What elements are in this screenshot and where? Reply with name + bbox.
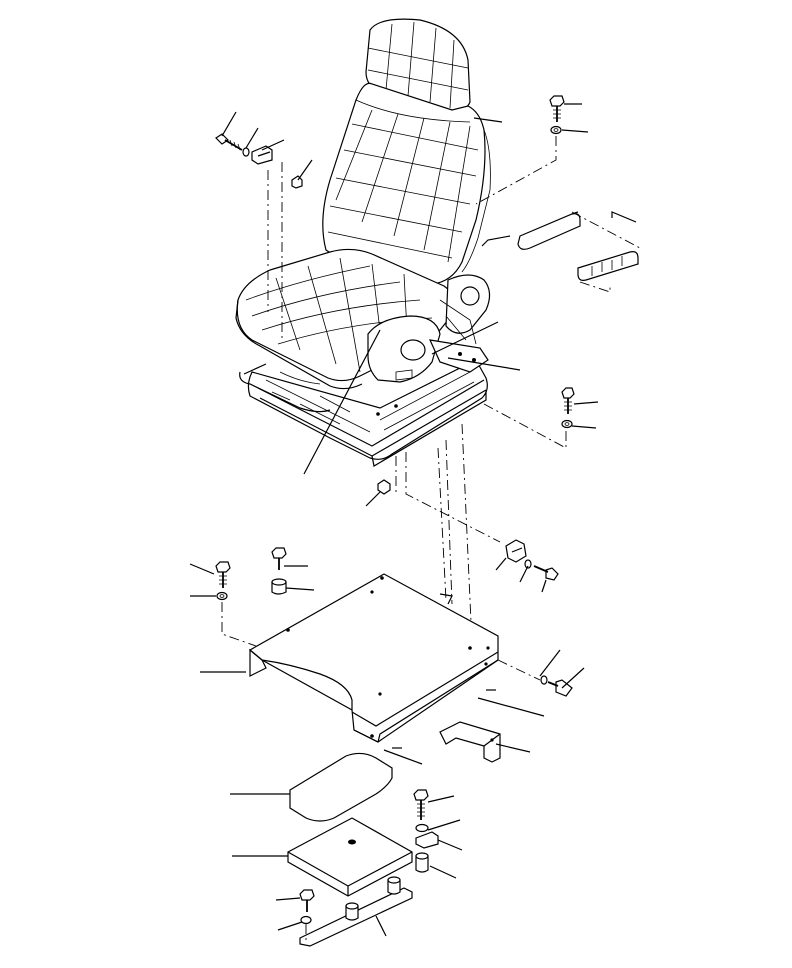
seat-slide-rail [517, 211, 641, 293]
bolt-icon [413, 789, 429, 820]
bolt-icon [215, 133, 243, 151]
seat-suspension [239, 339, 489, 467]
lower-bolt-stack [413, 789, 439, 873]
upper-right-hardware [475, 95, 565, 205]
nut-icon [377, 479, 391, 495]
washer-icon [300, 915, 312, 925]
bolt-icon [561, 387, 575, 414]
spacer-icon [271, 578, 287, 595]
washer-icon [561, 419, 573, 429]
clip-nut-icon [505, 539, 527, 563]
console-left-hardware [215, 547, 287, 647]
bolt-icon [547, 679, 573, 697]
spacer-plate [287, 817, 413, 897]
bolt-icon [299, 889, 315, 912]
bolt-icon [271, 547, 287, 570]
cushion-pad [289, 752, 393, 822]
callout-leader-lines [189, 103, 637, 937]
console-right-hardware [497, 659, 573, 697]
operator-seat [235, 18, 491, 467]
bolt-icon [533, 565, 559, 581]
seat-recline-mechanism [439, 274, 491, 345]
seat-stand-console [248, 573, 499, 743]
right-suspension-hardware [483, 387, 575, 449]
clip-nut-icon [415, 831, 439, 849]
clip-nut-icon [251, 145, 273, 165]
spacer-icon [415, 852, 429, 873]
washer-icon [550, 125, 562, 135]
washer-icon [415, 823, 429, 833]
seat-backrest [322, 82, 491, 285]
washer-icon [524, 559, 532, 569]
seat-side-cover [367, 315, 441, 383]
nut-icon [291, 175, 303, 189]
angle-bracket [439, 721, 501, 763]
washer-icon [216, 591, 228, 601]
bolt-icon [215, 561, 231, 588]
mid-right-hardware [505, 539, 559, 581]
washer-icon [540, 675, 548, 685]
bolt-icon [549, 95, 565, 122]
washer-icon [242, 147, 250, 157]
mounting-rail [299, 876, 413, 947]
upper-left-hardware [215, 133, 303, 338]
